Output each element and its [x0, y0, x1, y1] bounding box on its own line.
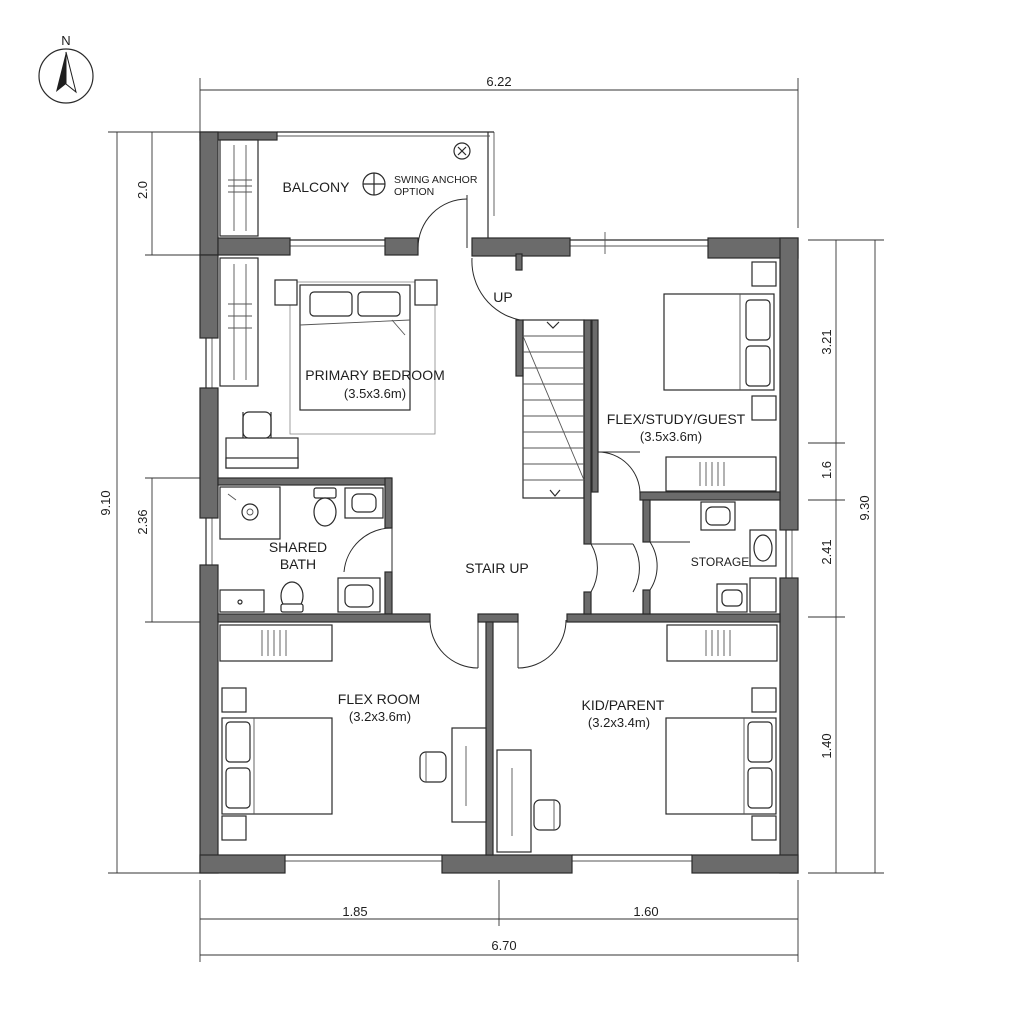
- flex-room: FLEX ROOM (3.2x3.6m): [219, 619, 487, 841]
- stair-up-label: UP: [493, 289, 512, 305]
- shared-bath: SHARED BATH: [219, 486, 393, 613]
- primary-bed-icon: [299, 284, 411, 411]
- balcony-note-line2: OPTION: [394, 186, 434, 198]
- primary-bedroom-label: PRIMARY BEDROOM: [305, 367, 445, 383]
- flex-study-guest-label: FLEX/STUDY/GUEST: [607, 411, 746, 427]
- storage-sink-icon: [700, 501, 736, 531]
- storage-label: STORAGE: [691, 555, 749, 569]
- toilet-icon: [313, 487, 337, 527]
- kid-parent-size: (3.2x3.4m): [588, 715, 650, 730]
- anchor-point-icon: [453, 142, 471, 160]
- stair-hall-label: STAIR UP: [465, 560, 529, 576]
- storage-door-icon[interactable]: [590, 541, 690, 593]
- kid-chair-icon: [533, 799, 561, 831]
- dim-right-bottom: 1.40: [819, 733, 834, 758]
- flex-room-label: FLEX ROOM: [338, 691, 420, 707]
- storage-basin-icon: [749, 529, 777, 567]
- shared-bath-label-2: BATH: [280, 556, 316, 572]
- walls: [199, 131, 799, 874]
- swing-anchor-icon: [362, 172, 386, 196]
- dim-left-overall: 9.10: [98, 490, 113, 515]
- balcony-area: BALCONY SWING ANCHOR OPTION: [219, 139, 478, 249]
- kid-room-door-icon[interactable]: [517, 619, 567, 669]
- storage-room: STORAGE: [590, 501, 777, 613]
- guest-bed-icon: [663, 293, 775, 391]
- staircase: UP STAIR UP: [465, 257, 585, 576]
- shared-bath-label-1: SHARED: [269, 539, 327, 555]
- kid-parent-room: KID/PARENT (3.2x3.4m): [496, 619, 778, 853]
- dim-bottom-left: 1.85: [342, 904, 367, 919]
- primary-bedroom: PRIMARY BEDROOM (3.5x3.6m): [219, 257, 445, 469]
- kid-bed-icon: [665, 717, 777, 815]
- windows: [205, 131, 793, 862]
- flex-room-size: (3.2x3.6m): [349, 709, 411, 724]
- dim-bottom-right: 1.60: [633, 904, 658, 919]
- dimension-lines: 6.22 1.85 1.60 6.70 9.10 2.0 2.36 3.21 1…: [98, 74, 884, 962]
- kid-parent-label: KID/PARENT: [582, 697, 665, 713]
- storage-sink-2-icon: [716, 583, 748, 613]
- toilet-2-icon: [280, 581, 304, 613]
- balcony-label: BALCONY: [283, 179, 351, 195]
- flex-study-guest-size: (3.5x3.6m): [640, 429, 702, 444]
- primary-chair-icon: [242, 411, 272, 439]
- compass-label: N: [61, 33, 70, 48]
- dim-right-1: 1.6: [819, 461, 834, 479]
- sink-2-icon: [337, 577, 381, 613]
- balcony-note-line1: SWING ANCHOR: [394, 174, 478, 186]
- dim-right-2: 2.41: [819, 539, 834, 564]
- dim-top-overall: 6.22: [486, 74, 511, 89]
- primary-bedroom-size: (3.5x3.6m): [344, 386, 406, 401]
- flex-room-chair-icon: [419, 751, 447, 783]
- dim-right-top: 3.21: [819, 329, 834, 354]
- flex-room-door-icon[interactable]: [429, 619, 479, 669]
- dim-left-balcony: 2.0: [135, 181, 150, 199]
- dim-bottom-overall: 6.70: [491, 938, 516, 953]
- dim-right-overall: 9.30: [857, 495, 872, 520]
- flex-room-bed-icon: [221, 717, 333, 815]
- north-compass-icon: N: [38, 33, 94, 104]
- balcony-door-icon[interactable]: [417, 195, 468, 249]
- bath-door-icon[interactable]: [343, 527, 393, 573]
- flex-study-guest-room: FLEX/STUDY/GUEST (3.5x3.6m): [597, 261, 777, 495]
- dim-left-bath: 2.36: [135, 509, 150, 534]
- study-door-icon[interactable]: [597, 451, 641, 495]
- sink-icon: [344, 487, 384, 519]
- shower-icon: [227, 493, 259, 521]
